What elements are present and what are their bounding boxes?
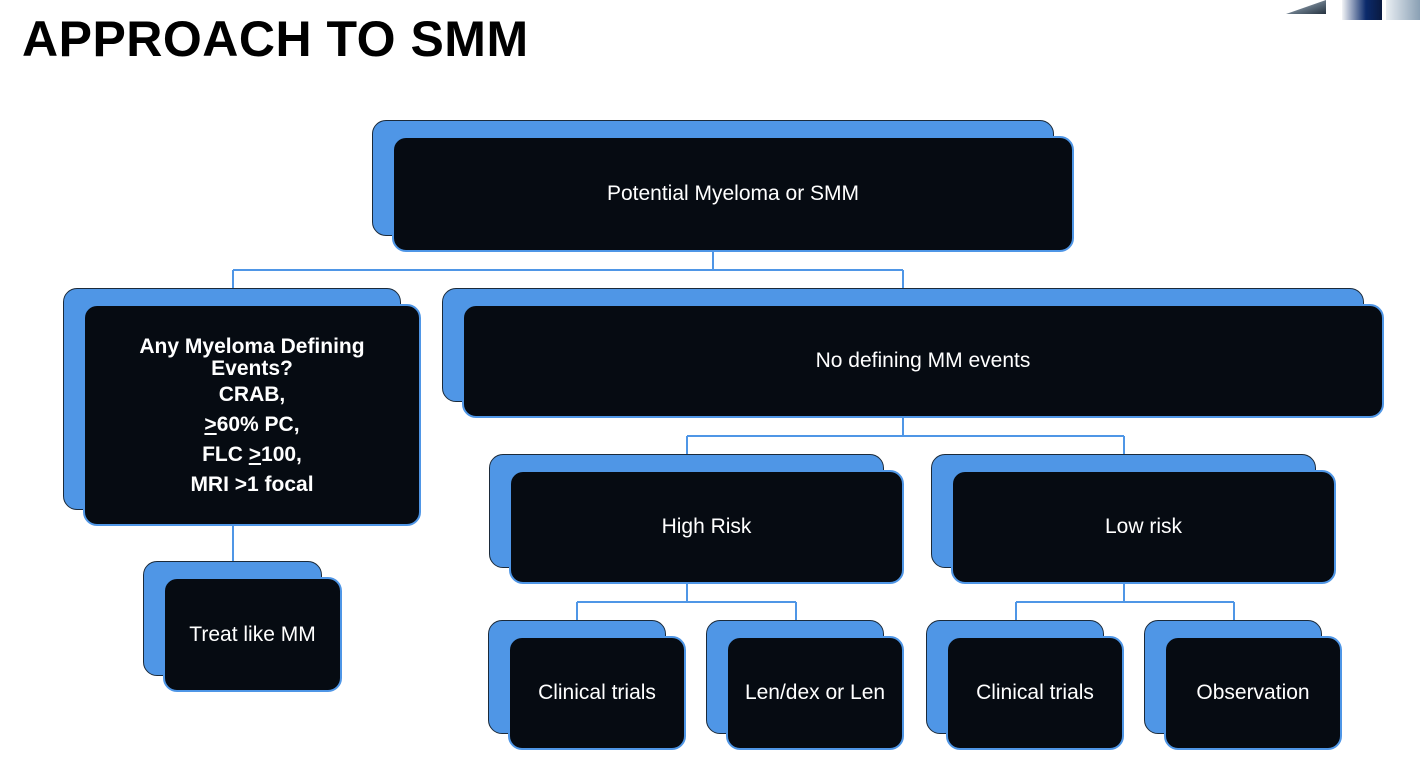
node-len-dex-label: Len/dex or Len [726,636,904,750]
defining-events-heading: Any Myeloma Defining Events? [139,335,365,380]
node-high-risk-label: High Risk [509,470,904,584]
logo-part [1386,0,1420,20]
node-treat: Treat like MM [143,561,342,692]
node-root: Potential Myeloma or SMM [372,120,1074,252]
logo-part [1342,0,1382,20]
flc-prefix: FLC [202,443,249,466]
node-observation-label: Observation [1164,636,1342,750]
node-low-clinical-trials-label: Clinical trials [946,636,1124,750]
page-title: APPROACH TO SMM [22,11,529,67]
pc-text: 60% PC, [216,413,300,436]
node-high-risk: High Risk [489,454,904,584]
node-low-risk-label: Low risk [951,470,1336,584]
defining-events-flc: FLC >100, [202,440,302,470]
node-treat-label: Treat like MM [163,577,342,692]
node-low-clinical-trials: Clinical trials [926,620,1124,750]
flc-text: 100, [261,443,302,466]
node-low-risk: Low risk [931,454,1336,584]
node-len-dex: Len/dex or Len [706,620,904,750]
defining-events-pc: >60% PC, [204,410,299,440]
node-defining-events-text: Any Myeloma Defining Events? CRAB, >60% … [83,304,421,526]
defining-events-mri: MRI >1 focal [190,473,314,496]
node-high-clinical-trials-label: Clinical trials [508,636,686,750]
node-root-label: Potential Myeloma or SMM [392,136,1074,252]
node-defining-events: Any Myeloma Defining Events? CRAB, >60% … [63,288,421,526]
defining-events-crab: CRAB, [218,383,286,406]
logo [1282,0,1420,20]
node-high-clinical-trials: Clinical trials [488,620,686,750]
gte-symbol: > [204,413,217,436]
gte-symbol: > [248,443,262,466]
node-no-defining: No defining MM events [442,288,1384,418]
node-no-defining-label: No defining MM events [462,304,1384,418]
node-observation: Observation [1144,620,1342,750]
